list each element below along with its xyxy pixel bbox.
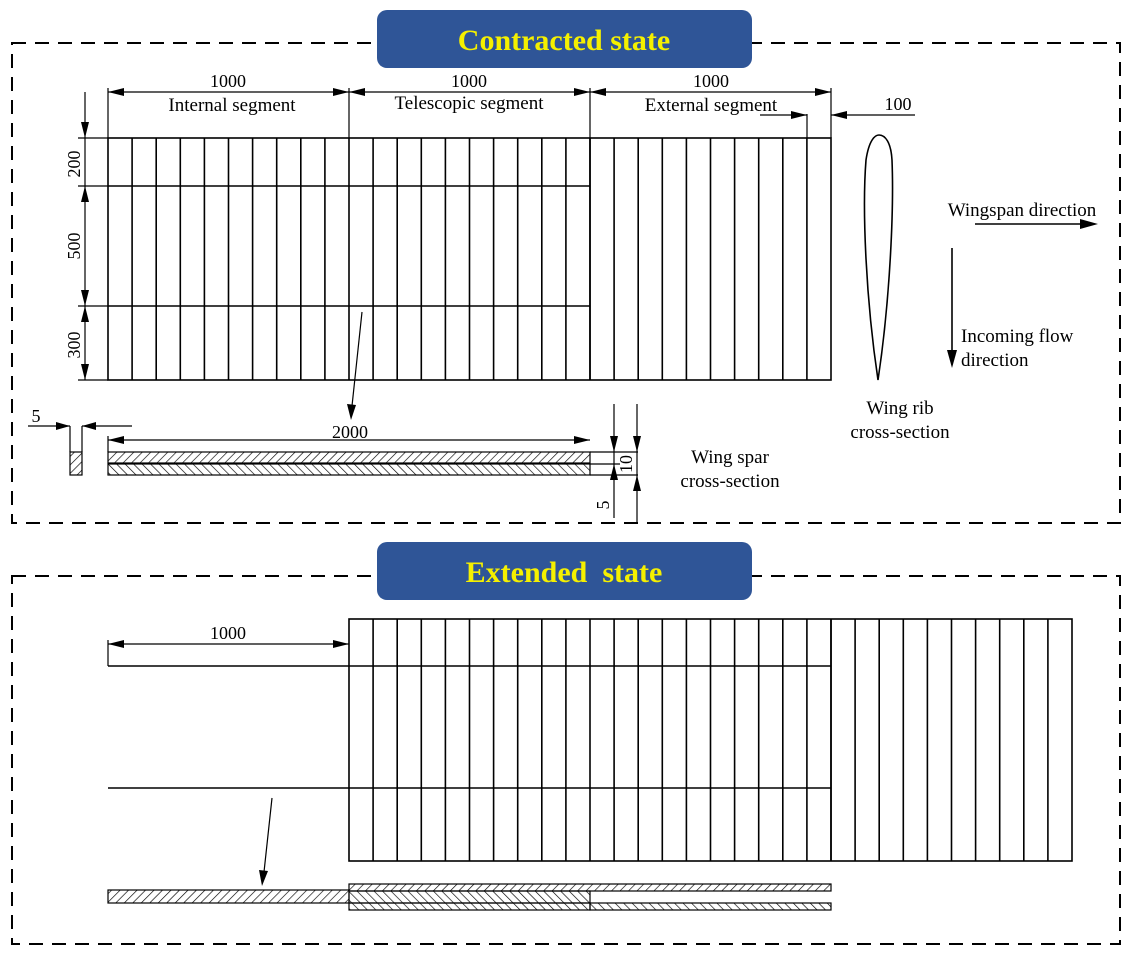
spar-long-section [107,404,641,524]
dim-chord-300: 300 [64,332,84,359]
extended-wing-planform [108,618,1073,862]
label-external-segment: External segment [645,95,778,116]
extended-title: Extended state [466,556,663,589]
top-dimension-lines [107,88,832,138]
extended-title-box [377,542,752,600]
dim-spar-height: 10 [616,455,636,473]
spar-small-section [28,422,132,476]
contracted-title: Contracted state [458,24,670,57]
label-spar-line1: Wing spar [691,447,770,468]
label-telescopic-segment: Telescopic segment [394,93,544,114]
spar-pointer-arrow [347,311,363,420]
label-spar-line2: cross-section [680,471,780,492]
dim-telescopic-length: 1000 [451,71,487,91]
extended-rib-lines [372,619,1049,861]
dim-spar-bottom: 5 [593,501,613,510]
dim-chord-200: 200 [64,151,84,178]
label-wingspan-direction: Wingspan direction [948,200,1097,221]
extended-spar-pointer-arrow [259,797,273,886]
contracted-wing-planform [107,137,832,381]
label-internal-segment: Internal segment [168,95,296,116]
wingspan-arrow [975,219,1098,229]
contracted-title-box [377,10,752,68]
extension-dimension [107,640,349,666]
label-flow-line1: Incoming flow [961,326,1074,347]
rib-width-dimension [760,111,915,138]
dim-spar-thickness: 5 [32,406,41,426]
extended-spar-section [107,883,832,911]
dim-external-length: 1000 [693,71,729,91]
dim-internal-length: 1000 [210,71,246,91]
label-rib-line2: cross-section [850,422,950,443]
contracted-rib-lines [131,138,808,380]
rib-airfoil-shape [863,134,894,381]
dim-chord-500: 500 [64,233,84,260]
dim-extension-length: 1000 [210,623,246,643]
dim-spar-length: 2000 [332,422,368,442]
chord-dimensions [78,92,108,381]
incoming-flow-arrow [947,248,957,368]
label-rib-line1: Wing rib [866,398,933,419]
dim-rib-width: 100 [885,94,912,114]
label-flow-line2: direction [961,350,1029,371]
